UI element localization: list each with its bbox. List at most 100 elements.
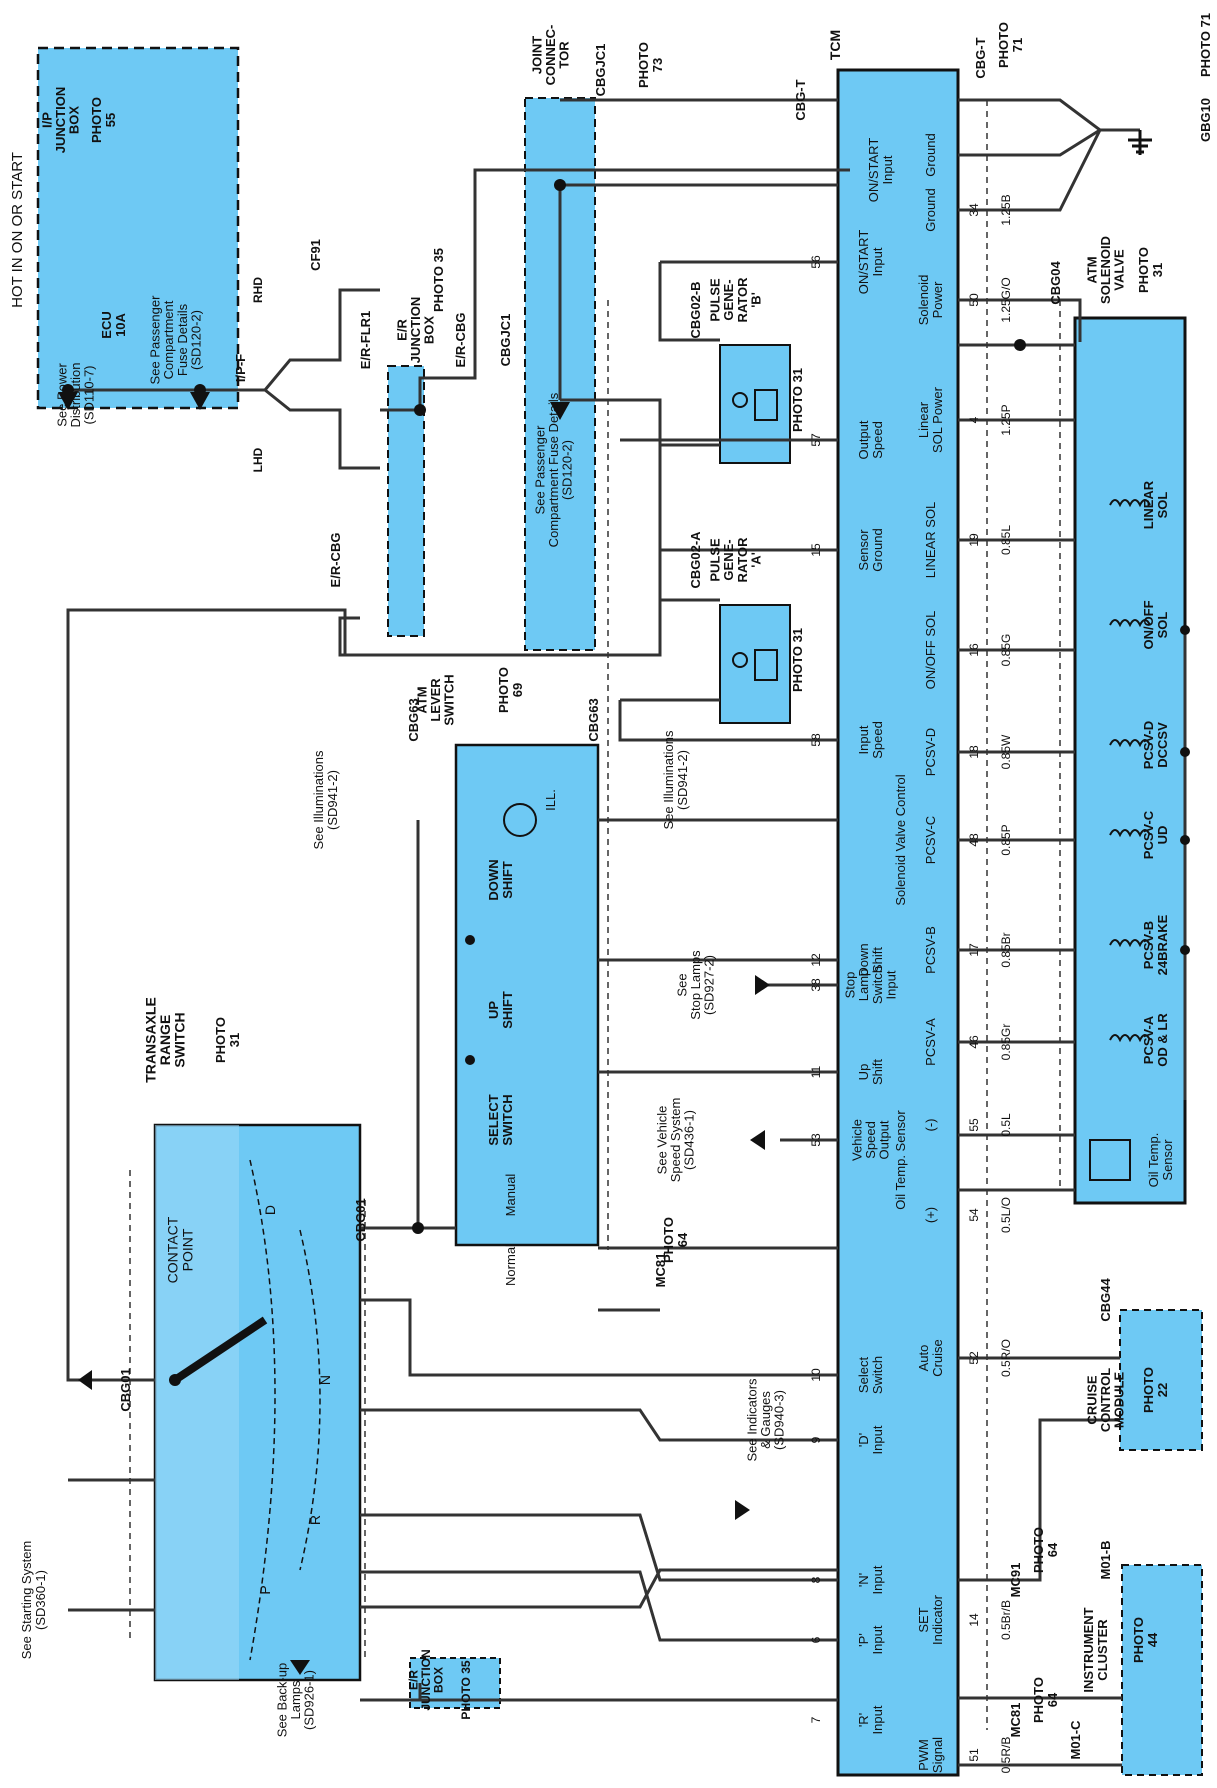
cruise-control-module <box>1119 1309 1203 1451</box>
illuminations-note-right: See Illuminations(SD941-2) <box>661 730 690 829</box>
transaxle-contact-arm <box>169 1159 321 1661</box>
tcm-output-label: PWMSignal <box>916 1737 945 1773</box>
down-shift-label: DOWNSHIFT <box>486 859 515 900</box>
vehicle-speed-note: See VehicleSpeed System(SD436-1) <box>654 1098 696 1183</box>
er-junction-box-lower-title: E/RJUNCTIONBOX <box>406 1649 445 1710</box>
instrument-cluster-title: INSTRUMENTCLUSTER <box>1081 1607 1110 1692</box>
tcm-input-label: SensorGround <box>856 528 885 571</box>
up-shift-label: UPSHIFT <box>486 991 515 1029</box>
tcm-input-label: 'R'Input <box>856 1705 885 1734</box>
photo-71-gbg10: PHOTO 71 <box>1198 13 1213 77</box>
tcm-input-pin: 58 <box>809 733 823 747</box>
tcm-output-label: LINEAR SOL <box>923 502 938 579</box>
er-junction-box-title: E/RJUNCTIONBOX <box>394 297 436 363</box>
ip-junction-box-title: I/PJUNCTIONBOX <box>39 87 81 153</box>
tcm-input-pin: 53 <box>809 1133 823 1147</box>
tcm-output-pin: 17 <box>967 943 981 957</box>
joint-connector-photo: PHOTO73 <box>636 42 665 88</box>
tcm-input-pin: 8 <box>809 1576 823 1583</box>
tcm-solenoid-group-label: Solenoid Valve Control <box>893 774 908 905</box>
tcm-output-label: Ground <box>923 188 938 231</box>
ip-junction-box-photo: PHOTO55 <box>89 97 118 143</box>
connector-cbg63-left: CBG63 <box>406 698 421 741</box>
tcm-output-pin: 55 <box>967 1118 981 1132</box>
tcm-output-pin: 18 <box>967 745 981 759</box>
tcm-output-wire: 0.5L <box>999 1113 1013 1137</box>
pulse-symbols <box>732 389 778 681</box>
tcm-label: TCM <box>827 30 843 60</box>
tcm-output-wire: 0.5L/O <box>999 1197 1013 1233</box>
power-source-label: HOT IN ON OR START <box>9 152 26 308</box>
ecu-fuse-label: ECU10A <box>99 311 128 338</box>
tcm-input-label: 'P'Input <box>856 1625 885 1654</box>
atm-lever-title: ATMLEVERSWITCH <box>414 674 456 725</box>
tcm-output-wire: 0.5R/O <box>999 1339 1013 1377</box>
tcm-output-label: PCSV-A <box>923 1018 938 1066</box>
tcm-input-label: 'N'Input <box>856 1565 885 1594</box>
tcm-input-label: OutputSpeed <box>856 420 885 459</box>
tcm-output-wire: 0.85L <box>999 525 1013 555</box>
tcm-output-wire: 0.5R/B <box>999 1737 1013 1774</box>
tcm-output-wire: 0.85G <box>999 634 1013 667</box>
connector-cbgjc1-top: CBGJC1 <box>593 44 608 97</box>
solenoid-coils <box>1109 499 1151 1043</box>
starting-system-note: See Starting System(SD360-1) <box>19 1541 48 1660</box>
solenoid-coil-label: PCSV-AOD & LR <box>1141 1013 1170 1067</box>
backup-lamps-note: See Back-upLamps(SD926-1) <box>274 1663 316 1737</box>
lhd-label: LHD <box>251 447 265 472</box>
contact-point-label: CONTACTPOINT <box>165 1216 196 1283</box>
joint-connector-note: See PassengerCompartment Fuse Details(SD… <box>532 392 574 547</box>
tcm-output-label: ON/OFF SOL <box>923 611 938 690</box>
tcm-input-label: VehicleSpeedOutput <box>849 1119 891 1161</box>
transaxle-photo: PHOTO31 <box>213 1017 242 1063</box>
atm-solenoid-valve <box>1073 316 1187 1205</box>
solenoid-coil-label: ON/OFFSOL <box>1141 600 1170 649</box>
tcm-input-label: DownShift <box>856 943 885 976</box>
tcm-output-wire: 0.5Br/B <box>999 1600 1013 1640</box>
tcm-output-pin: 54 <box>967 1208 981 1222</box>
tcm-input-label: StopLampSwitchInput <box>843 966 899 1004</box>
tcm-output-wire: 1.25P <box>999 404 1013 435</box>
connector-mc81-bottom: MC81 <box>1008 1703 1023 1738</box>
tcm-output-label: PCSV-C <box>923 816 938 864</box>
photo-64-bottom: PHOTO64 <box>1031 1677 1060 1723</box>
solenoid-title: ATMSOLENOIDVALVE <box>1084 236 1126 304</box>
tcm-output-pin: 16 <box>967 643 981 657</box>
oil-temp-sensor-element <box>1089 1139 1131 1181</box>
tcm-output-pin: 4 <box>967 416 981 423</box>
normal-label: Normal <box>503 1244 518 1286</box>
signal-arrows <box>58 392 770 1675</box>
tcm-input-label: SelectSwitch <box>856 1356 885 1394</box>
connector-mc81-top: MC81 <box>653 1253 668 1288</box>
connector-cbg02-a: CBG02-A <box>688 531 703 589</box>
atm-lever-photo: PHOTO69 <box>496 667 525 713</box>
connector-cbg04: CBG04 <box>1048 261 1063 305</box>
tcm-output-wire: 1.25B <box>999 194 1013 225</box>
pulse-generator-a-title: PULSEGENE-RATOR'A' <box>708 537 764 583</box>
photo-64-mc91: PHOTO64 <box>1031 1527 1060 1573</box>
connector-m01-c: M01-C <box>1068 1720 1083 1760</box>
ip-junction-box <box>36 46 240 410</box>
ground-symbol <box>1128 130 1152 155</box>
tcm-output-label: LinearSOL Power <box>916 386 945 453</box>
instrument-cluster <box>1121 1564 1203 1776</box>
position-n: N <box>317 1375 333 1385</box>
tcm-input-label: 'D'Input <box>856 1425 885 1454</box>
er-junction-box-lower-photo: PHOTO 35 <box>459 1660 473 1719</box>
connector-gbg10: GBG10 <box>1198 98 1213 142</box>
tcm-output-label: PCSV-B <box>923 926 938 974</box>
connector-cbgjc1: CBGJC1 <box>498 314 513 367</box>
tcm-output-pin: 51 <box>967 1748 981 1762</box>
connector-cbg01-right: CBG01 <box>353 1198 368 1241</box>
tcm-input-label: UpShift <box>856 1059 885 1085</box>
joint-connector-title: JOINTCONNEC-TOR <box>529 25 571 86</box>
tcm-input-pin: 56 <box>809 255 823 269</box>
position-r: R <box>307 1515 323 1525</box>
position-d: D <box>262 1205 278 1215</box>
power-distribution-note: See PowerDistribution(SD110-7) <box>54 362 96 427</box>
pulse-generator-b-title: PULSEGENE-RATOR'B' <box>708 277 764 323</box>
oil-temp-sensor-label: Oil Temp.Sensor <box>1146 1133 1175 1188</box>
instrument-cluster-photo: PHOTO44 <box>1131 1617 1160 1663</box>
tcm-output-wire: 0.85W <box>999 734 1013 769</box>
